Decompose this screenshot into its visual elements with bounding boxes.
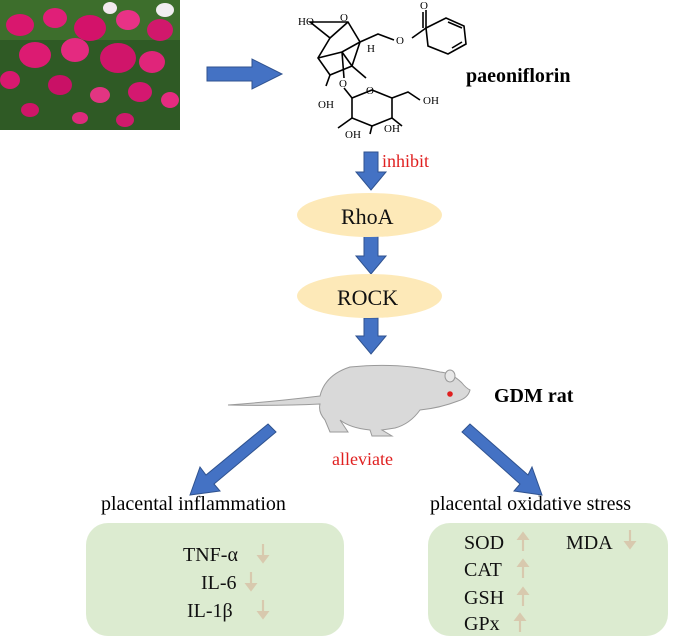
arrow-rhoa-to-rock [354, 235, 388, 275]
atom-o-ester: O [396, 35, 404, 47]
atom-o-carbonyl: O [420, 0, 428, 12]
inhibit-label: inhibit [382, 151, 430, 171]
atom-oh-3: OH [384, 123, 400, 135]
atom-oh-2: OH [345, 129, 361, 141]
paeoniflorin-structure [307, 10, 467, 135]
arrow-flower-to-structure [206, 58, 284, 90]
atom-oh-4: OH [423, 95, 439, 107]
marker-tnf: TNF-α [183, 544, 238, 566]
marker-cat: CAT [464, 559, 502, 581]
marker-sod: SOD [464, 532, 505, 554]
atom-o-glyco: O [339, 78, 347, 90]
peony-flower-photo [0, 0, 180, 130]
atom-ho-top: HO [298, 16, 314, 28]
arrow-rock-to-rat [354, 317, 388, 355]
arrow-structure-to-rhoa [354, 151, 388, 191]
node-rhoa-label: RhoA [341, 204, 394, 229]
inflammation-title: placental inflammation [101, 493, 286, 515]
atom-h-right: H [367, 43, 375, 55]
arrow-rat-to-inflammation [189, 423, 277, 496]
compound-name: paeoniflorin [466, 65, 571, 87]
inflammation-box [86, 523, 344, 636]
marker-il1b: IL-1β [187, 600, 233, 622]
arrow-rat-to-oxidative [461, 423, 543, 496]
model-label: GDM rat [494, 385, 574, 407]
node-rock-label: ROCK [337, 285, 399, 310]
marker-mda: MDA [566, 532, 613, 554]
rat-illustration [227, 364, 471, 437]
atom-oh-1: OH [318, 99, 334, 111]
marker-gpx: GPx [464, 613, 500, 635]
atom-o-sugar: O [366, 85, 374, 97]
marker-gsh: GSH [464, 587, 505, 609]
atom-o-ring: O [340, 12, 348, 24]
node-rock: ROCK [297, 274, 442, 318]
marker-il6: IL-6 [201, 572, 237, 594]
oxidative-box [428, 523, 668, 636]
node-rhoa: RhoA [297, 193, 442, 237]
oxidative-title: placental oxidative stress [430, 493, 632, 515]
alleviate-label: alleviate [332, 449, 393, 469]
